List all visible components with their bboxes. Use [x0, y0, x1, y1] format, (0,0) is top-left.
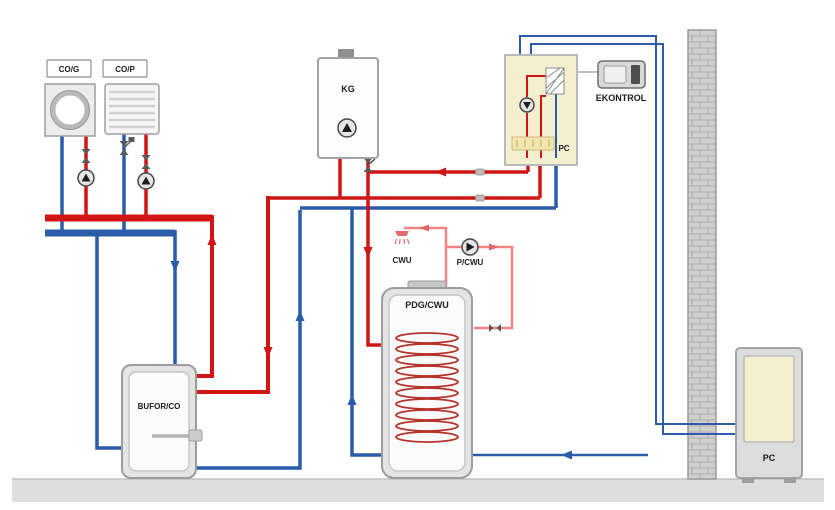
pdg-cwu-label: PDG/CWU — [405, 300, 449, 310]
cwu-label: CWU — [392, 256, 411, 265]
cop-label-box — [102, 59, 148, 78]
chimney — [687, 29, 717, 480]
shower-icon — [394, 231, 410, 245]
kg-flue — [338, 49, 354, 59]
arrow-up-icon — [207, 234, 217, 245]
pc-outdoor-label: PC — [763, 453, 776, 463]
floor — [12, 478, 824, 502]
pc-pump-icon — [519, 97, 535, 113]
arrow-up-icon — [295, 310, 305, 321]
radiator-fins — [109, 90, 155, 129]
arrow-left-icon — [561, 450, 572, 460]
pc-indoor-unit: PC — [504, 54, 598, 166]
pump-icon — [77, 169, 95, 187]
mixing-valve-icon — [119, 137, 135, 155]
arrow-down-icon — [170, 261, 180, 272]
kg-to-dhw-coil-pipe — [366, 156, 384, 347]
kg-valve-icon — [363, 158, 376, 172]
heating-circuit-cog: CO/G — [44, 59, 96, 137]
pc-outdoor-foot — [742, 478, 754, 483]
valve-icon — [81, 149, 91, 163]
buffer-bottom-return — [197, 210, 302, 470]
union-fitting — [475, 194, 485, 202]
ekontrol-button-block — [631, 65, 640, 84]
arrow-left-icon — [435, 167, 446, 177]
kg-body — [317, 57, 379, 159]
arrow-down-icon — [363, 247, 373, 258]
ekontrol-label: EKONTROL — [596, 93, 647, 103]
kg-boiler: KG — [317, 49, 379, 159]
cog-fan-ring — [50, 90, 90, 130]
source-to-buffer-supply — [197, 196, 270, 394]
bufor-co-tank: BUFOR/CO — [121, 364, 203, 479]
arrow-left-icon — [419, 224, 429, 232]
pump-icon — [137, 172, 155, 190]
union-fitting — [475, 168, 485, 176]
radiator — [104, 83, 160, 135]
buffer-fitting — [188, 429, 203, 442]
ekontrol-device: EKONTROL — [596, 60, 647, 103]
heat-exchanger-hatch — [545, 67, 565, 95]
ekontrol-screen — [603, 65, 627, 84]
buffer-to-manifold-supply — [197, 215, 214, 378]
pc-outdoor-foot — [784, 478, 796, 483]
left-return-drop-pipe — [95, 235, 126, 450]
floor-strip — [12, 479, 824, 502]
dhw-tank-return — [350, 208, 384, 457]
bufor-co-label: BUFOR/CO — [138, 402, 181, 411]
kg-label: KG — [341, 84, 355, 94]
arrow-up-icon — [347, 394, 357, 405]
arrow-down-icon — [263, 347, 273, 358]
dhw-circulation-pump-icon — [461, 238, 479, 256]
buffer-inner — [128, 371, 190, 472]
check-valve-icon — [489, 324, 501, 332]
pdg-cwu-tank: PDG/CWU — [381, 280, 473, 479]
coil-icon — [395, 332, 459, 443]
pc-indoor-label: PC — [558, 144, 569, 153]
valve-icon — [141, 155, 151, 169]
cog-label: CO/G — [59, 65, 79, 74]
dhw-supply-pipe — [404, 226, 448, 290]
kg-pump-icon — [337, 118, 357, 138]
p-cwu-label: P/CWU — [457, 258, 484, 267]
tank-inner — [388, 294, 466, 472]
pc-link-line-1 — [519, 35, 735, 425]
heating-circuit-cop: CO/P — [102, 59, 160, 135]
cog-label-box — [46, 59, 92, 78]
pc-controller-ticks — [516, 140, 550, 147]
pc-outdoor-panel — [743, 355, 795, 443]
pc-outdoor-unit: PC — [735, 347, 803, 483]
pc-link-line-2 — [530, 43, 735, 435]
fittings — [77, 137, 572, 460]
cog-fan-icon — [50, 90, 90, 130]
pc-internal-hot-pipe — [526, 75, 546, 97]
cop-label: CO/P — [115, 65, 135, 74]
arrow-right-icon — [489, 243, 499, 251]
